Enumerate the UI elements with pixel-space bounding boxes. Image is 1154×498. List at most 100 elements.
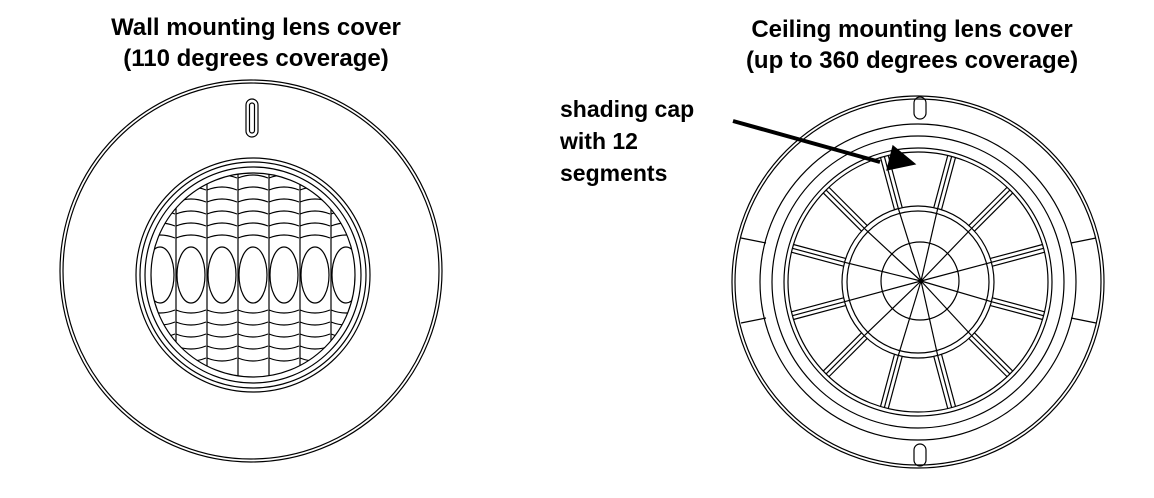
segment-rib-line xyxy=(792,301,845,317)
segment-rib-line xyxy=(971,335,1011,375)
shading-segment xyxy=(920,186,1014,282)
wall-lens-title-line1: Wall mounting lens cover xyxy=(111,14,401,41)
shading-segment xyxy=(822,280,922,378)
segment-rib-line xyxy=(822,192,862,232)
facet-column xyxy=(330,173,355,377)
segment-rib-line xyxy=(968,338,1008,378)
segment-rib-line xyxy=(792,247,845,263)
side-tab-line xyxy=(1070,317,1097,324)
wall-outer-rim xyxy=(59,79,443,463)
segment-rib-line xyxy=(879,354,896,407)
segment-rib-line xyxy=(793,304,846,321)
shading-segment xyxy=(920,243,1045,282)
shading-segment xyxy=(920,280,957,409)
facet-arc xyxy=(206,186,238,191)
wall-lens-edge xyxy=(150,172,356,378)
facet-arc xyxy=(299,198,331,203)
segment-spoke xyxy=(897,208,922,282)
segment-rib-line xyxy=(992,297,1045,313)
segment-rib-line xyxy=(825,189,865,229)
ceiling-lens-title-line1: Ceiling mounting lens cover xyxy=(751,16,1073,43)
facet-arc xyxy=(151,186,176,191)
facet-arc xyxy=(268,345,300,350)
segment-rib-line xyxy=(940,157,957,210)
segment-rib-line xyxy=(883,156,899,209)
segment-spoke xyxy=(920,280,973,337)
segment-rib-line xyxy=(974,332,1014,372)
segment-rib-line xyxy=(825,335,865,375)
facet-arc xyxy=(299,234,331,239)
arrow-head xyxy=(886,144,917,171)
segment-spoke xyxy=(920,280,992,303)
segment-rib-line xyxy=(937,156,953,209)
segment-rib-line xyxy=(828,186,868,226)
facet-arc xyxy=(237,321,269,326)
segment-rib-line xyxy=(968,186,1008,226)
facet-arc xyxy=(330,222,355,227)
facet-arc xyxy=(330,174,355,179)
facet-arc xyxy=(268,198,300,203)
facet-arc xyxy=(175,210,207,215)
ceiling-ring-5 xyxy=(787,151,1049,413)
segment-rib-line xyxy=(822,332,862,372)
facet-arc xyxy=(268,357,300,362)
shading-segment xyxy=(791,243,922,282)
facet-arc xyxy=(151,222,176,227)
segment-rib-line xyxy=(887,356,903,409)
segment-rib-line xyxy=(791,251,844,267)
shading-segment xyxy=(920,280,1014,378)
ceiling-lens-cover-drawing xyxy=(731,95,1105,469)
segment-rib-line xyxy=(828,338,868,378)
ceiling-outer-rim-inner xyxy=(734,98,1102,466)
ceiling-center-circle xyxy=(880,241,960,321)
segment-spoke xyxy=(920,280,939,356)
shading-segment xyxy=(920,155,957,282)
wall-lens-cover-drawing xyxy=(59,79,443,463)
segment-spoke xyxy=(844,261,922,282)
segment-rib-line xyxy=(940,354,957,407)
facet-arc xyxy=(237,222,269,227)
facet-arc xyxy=(299,222,331,227)
segment-rib-line xyxy=(879,157,896,210)
side-tab-line xyxy=(740,317,767,324)
facet-arc xyxy=(206,357,238,362)
facet-arc xyxy=(268,321,300,326)
segment-rib-line xyxy=(793,243,846,260)
facet-arc xyxy=(237,210,269,215)
segment-rib-line xyxy=(991,301,1044,317)
facet-arc xyxy=(268,333,300,338)
wall-lens-ring-3 xyxy=(144,166,362,384)
facet-arc xyxy=(206,333,238,338)
facet-arc xyxy=(237,234,269,239)
facet-arc xyxy=(268,309,300,314)
facet-arc xyxy=(151,174,176,179)
facet-arc xyxy=(268,186,300,191)
facet-arc xyxy=(299,210,331,215)
fresnel-facets xyxy=(151,173,355,377)
wall-lens-title: Wall mounting lens cover (110 degrees co… xyxy=(56,12,456,74)
facet-column xyxy=(206,173,238,377)
facet-column xyxy=(268,173,300,377)
ceiling-lens-title-line2: (up to 360 degrees coverage) xyxy=(745,47,1079,74)
facet-arc xyxy=(237,174,269,179)
callout-arrow xyxy=(732,119,917,171)
ceiling-mount-slot-bottom xyxy=(913,443,927,467)
facet-arc xyxy=(237,357,269,362)
facet-arc xyxy=(151,309,176,314)
facet-arc xyxy=(237,198,269,203)
wall-mount-slot xyxy=(245,98,259,138)
segment-rib-line xyxy=(990,243,1043,260)
callout-line3: segments xyxy=(560,160,668,186)
ceiling-lens-title: Ceiling mounting lens cover (up to 360 d… xyxy=(710,14,1114,76)
facet-arc xyxy=(151,198,176,203)
facet-arc xyxy=(206,234,238,239)
wall-lens-ring-2 xyxy=(139,161,367,389)
facet-lens-element xyxy=(300,246,330,304)
ceiling-ring-4 xyxy=(783,147,1053,417)
wall-outer-rim-inner xyxy=(62,82,440,460)
facet-lens-element xyxy=(331,246,355,304)
shading-segment xyxy=(879,280,922,409)
facet-lens-element xyxy=(238,246,268,304)
facet-arc xyxy=(330,234,355,239)
